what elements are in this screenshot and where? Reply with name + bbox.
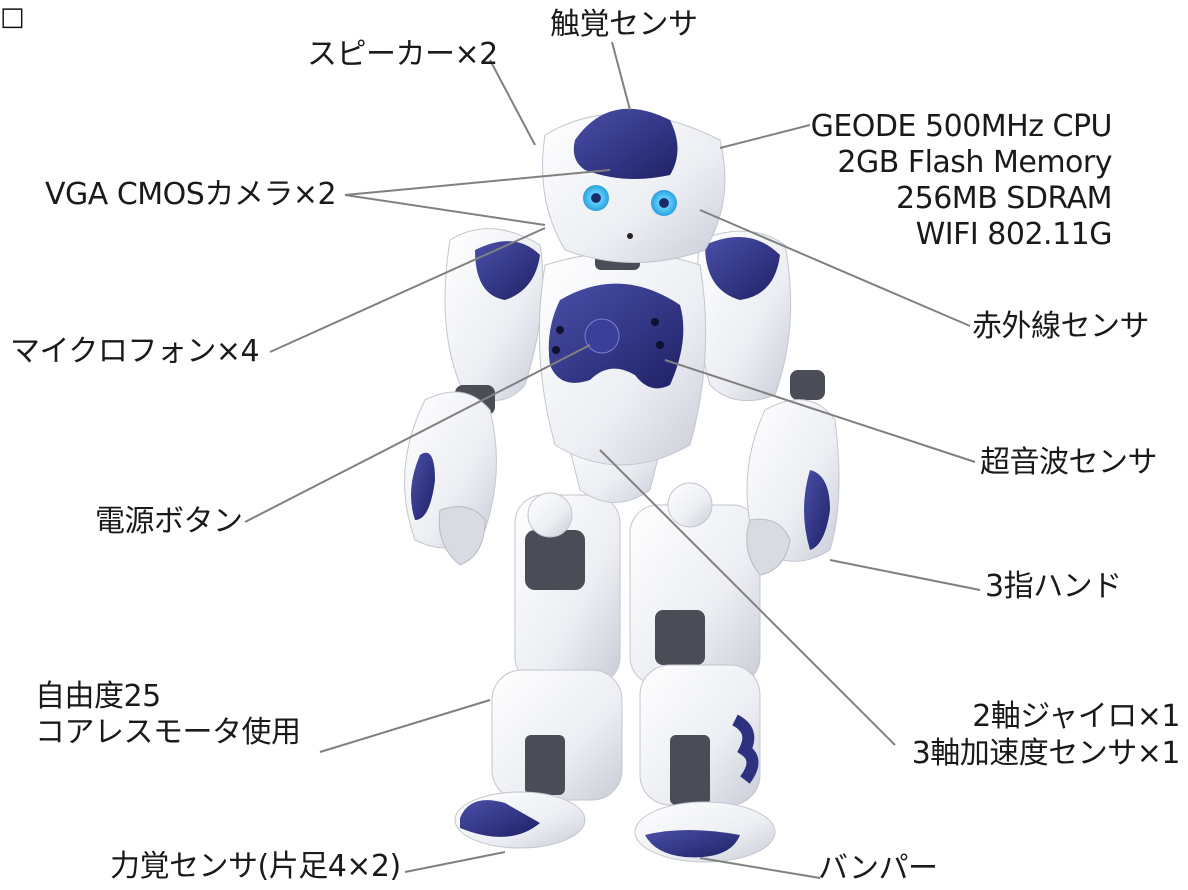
leader-gyro (599, 449, 896, 746)
leader-bumper (699, 857, 821, 879)
leader-camera-a (344, 169, 611, 196)
right-leg (629, 504, 761, 806)
label-camera: VGA CMOSカメラ×2 (45, 177, 337, 212)
label-sdram: 256MB SDRAM (896, 181, 1112, 216)
label-bumper: バンパー (818, 851, 938, 886)
right-arm (696, 230, 840, 576)
corner-mark: □ (0, 2, 25, 32)
leader-camera-b (344, 194, 546, 226)
leader-dof (319, 699, 491, 753)
leader-touch (611, 41, 631, 111)
label-touch-sensor: 触覚センサ (550, 7, 698, 42)
label-accel: 3軸加速度センサ×1 (911, 736, 1181, 771)
label-gyro: 2軸ジャイロ×1 (972, 699, 1180, 734)
torso (538, 252, 707, 466)
label-cpu: GEODE 500MHz CPU (810, 109, 1113, 144)
label-ultrasonic: 超音波センサ (980, 445, 1158, 480)
head (542, 108, 726, 270)
leader-ultrasonic (664, 359, 976, 463)
leader-force (404, 851, 506, 873)
leader-infrared (699, 209, 971, 327)
label-dof-line2: コアレスモータ使用 (35, 715, 301, 750)
leader-power (244, 344, 591, 523)
label-power-button: 電源ボタン (95, 504, 243, 539)
leader-microphone (269, 227, 546, 353)
left-arm (404, 228, 544, 566)
label-hand: 3指ハンド (985, 569, 1122, 604)
label-dof-line1: 自由度25 (35, 679, 161, 714)
leader-speaker (489, 59, 536, 146)
label-infrared: 赤外線センサ (972, 309, 1150, 344)
label-microphone: マイクロフォン×4 (10, 334, 260, 369)
leader-hand (829, 559, 981, 591)
label-speaker: スピーカー×2 (307, 37, 498, 72)
label-flash: 2GB Flash Memory (837, 145, 1112, 180)
leader-lines (244, 41, 981, 879)
feet (454, 791, 776, 863)
label-force-sensor: 力覚センサ(片足4×2) (110, 849, 401, 884)
left-leg (491, 494, 623, 801)
leader-cpu (719, 124, 811, 149)
label-wifi: WIFI 802.11G (915, 217, 1113, 252)
